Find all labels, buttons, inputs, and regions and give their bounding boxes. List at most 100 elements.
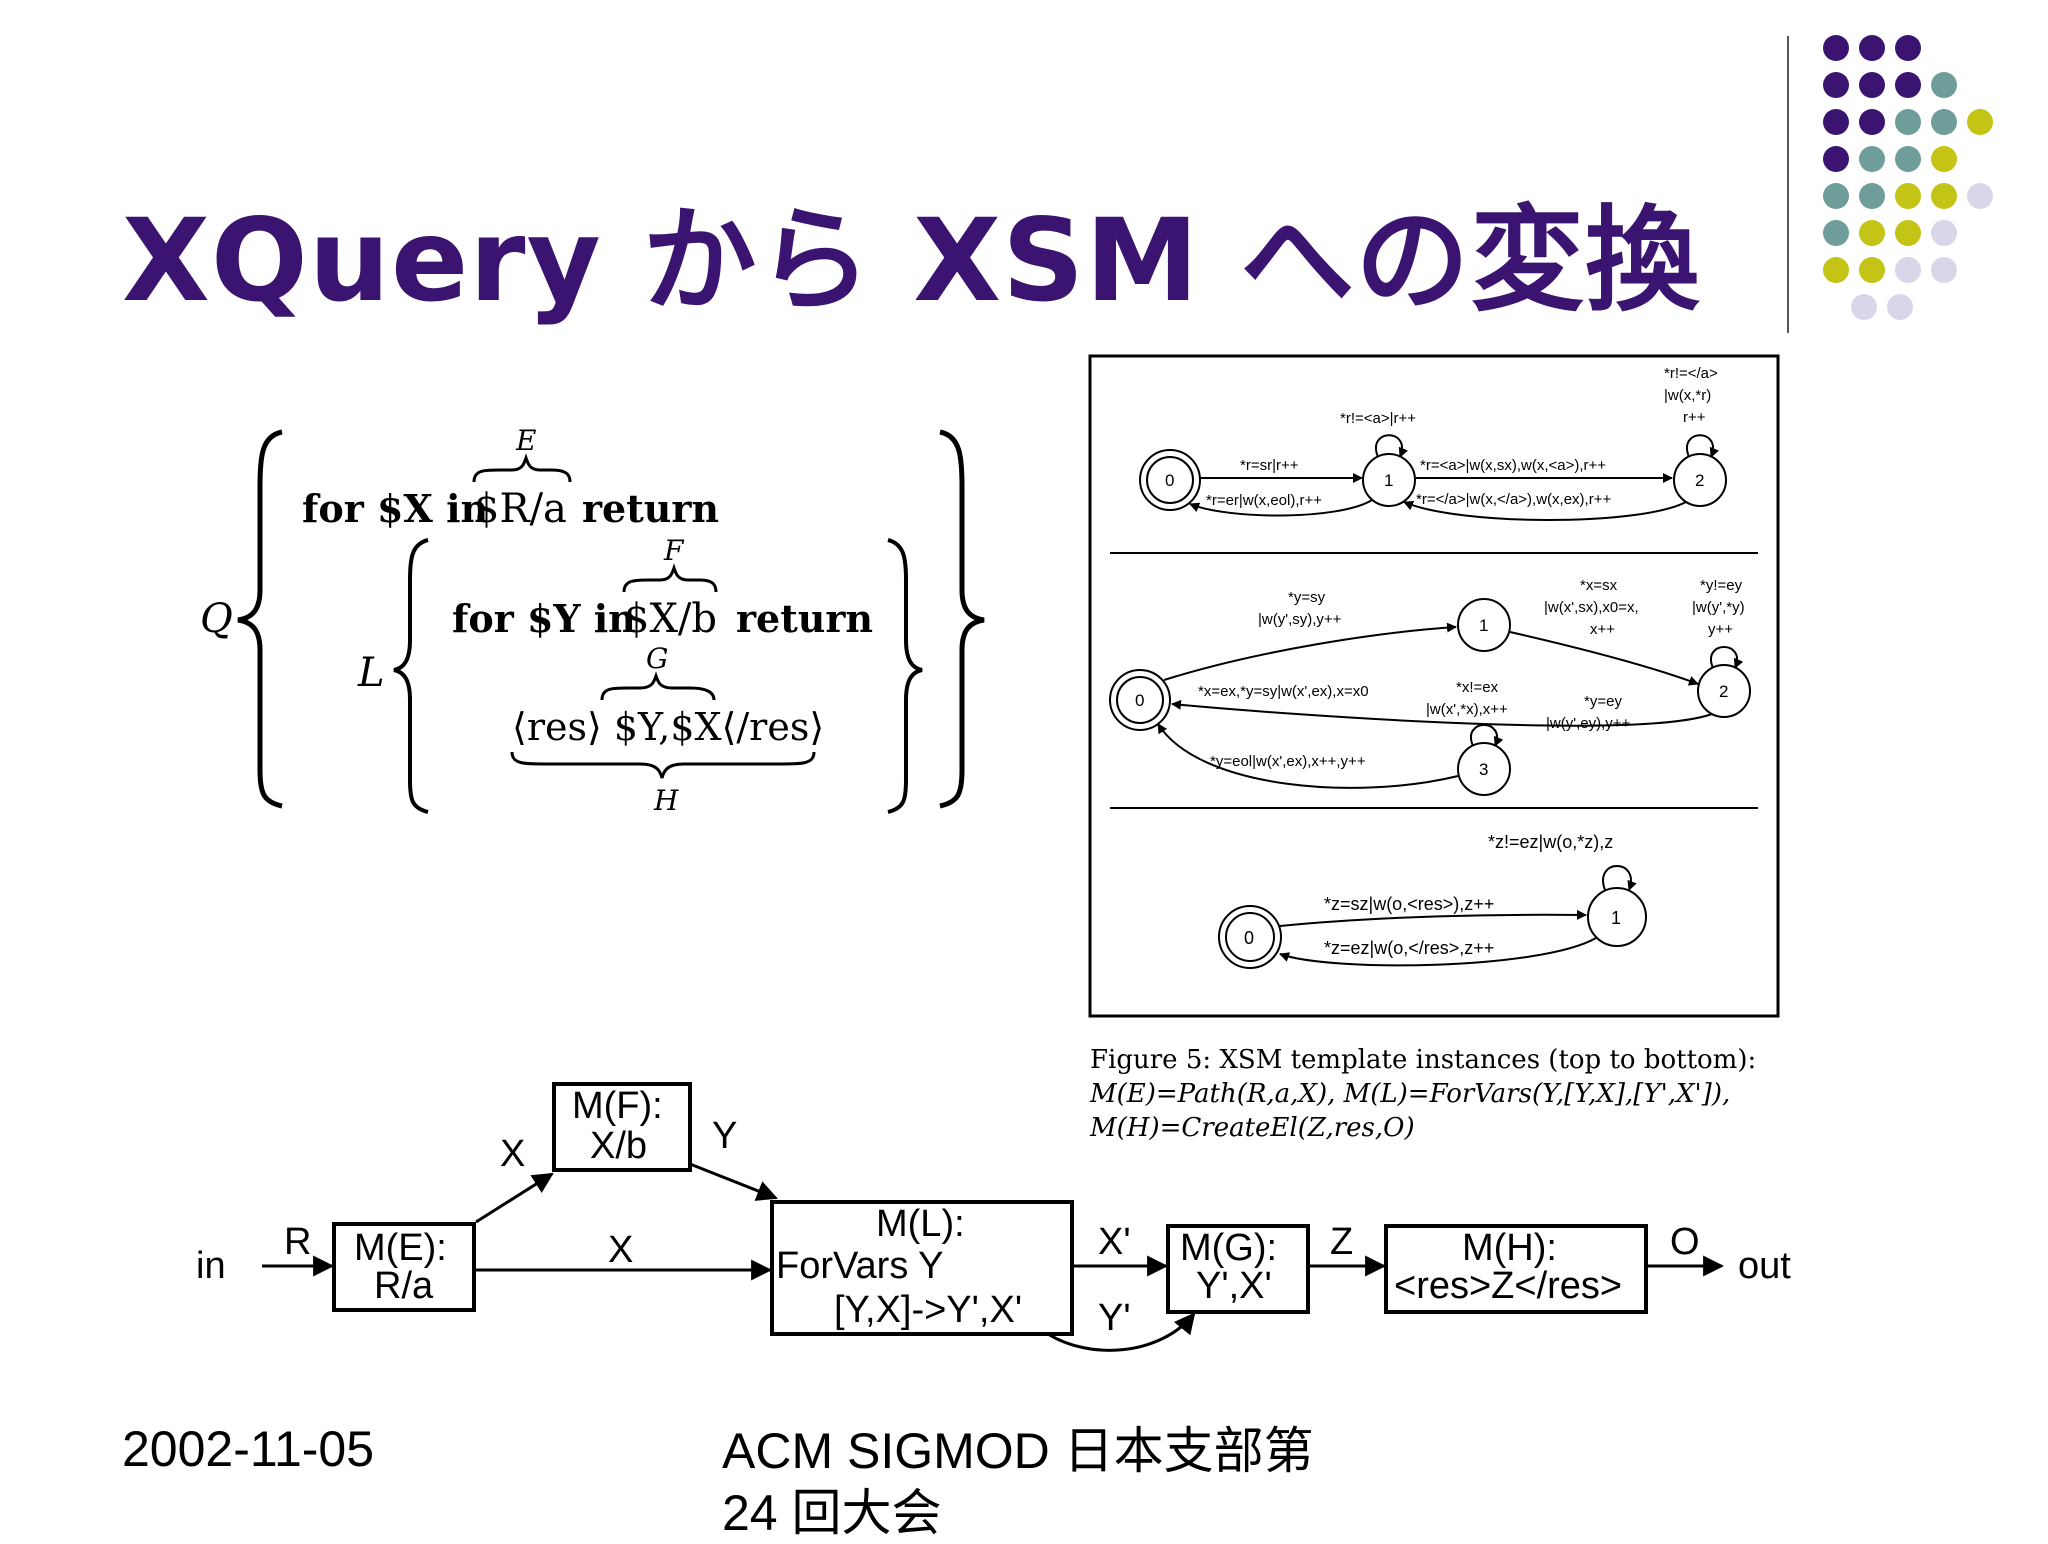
decorative-dot (1859, 257, 1885, 283)
m2-state-3-label: 3 (1479, 760, 1488, 779)
decorative-dot (1859, 35, 1885, 61)
decorative-dot (1895, 183, 1921, 209)
edge-me-mf (475, 1172, 554, 1224)
line3-constructor: ⟨res⟩ $Y,$X⟨/res⟩ (512, 705, 824, 749)
m1-self-2-l2: |w(x,*r) (1664, 387, 1711, 404)
box-ml (770, 1200, 1074, 1336)
decorative-dot (1931, 109, 1957, 135)
line1-path: $R/a (474, 486, 567, 532)
m2-self-2 (1710, 646, 1744, 669)
m1-state-2-label: 2 (1695, 471, 1704, 490)
box-me (332, 1222, 476, 1312)
m2-self-3-l2: |w(x',*x),x++ (1426, 701, 1508, 718)
m2-edge-3-0-label: *y=eol|w(x',ex),x++,y++ (1210, 753, 1366, 770)
m1-edge-1-2-label: *r=<a>|w(x,sx),w(x,<a>),r++ (1420, 457, 1606, 474)
box-mh (1384, 1224, 1648, 1314)
m1-edge-1-0-label: *r=er|w(x,eol),r++ (1206, 492, 1322, 509)
line1-return: return (582, 486, 719, 531)
m2-edge-0-1 (1163, 622, 1457, 681)
q-left-brace (237, 429, 283, 809)
box-mg-title: M(G): (1180, 1227, 1277, 1269)
m3-edge-1-0 (1279, 937, 1597, 967)
decorative-dot (1823, 220, 1849, 246)
line2-return: return (736, 596, 873, 641)
line2-path: $X/b (624, 596, 717, 642)
xsm-figure-frame (1088, 354, 1780, 1018)
m3-edge-0-1 (1279, 909, 1587, 927)
decorative-dot (1895, 72, 1921, 98)
m2-self-3 (1470, 724, 1504, 747)
pipeline-out-label: out (1738, 1245, 1791, 1287)
decorative-dot (1823, 35, 1849, 61)
m1-self-2-l3: r++ (1683, 409, 1706, 426)
edge-y-label: Y (712, 1115, 737, 1157)
edge-r-label: R (284, 1221, 311, 1263)
decorative-dot (1931, 257, 1957, 283)
edge-mf-ml (689, 1162, 778, 1201)
m2-edge-2-0-label: *x=ex,*y=sy|w(x',ex),x=x0 (1198, 683, 1369, 700)
brace-f (622, 563, 718, 593)
box-mf-body: X/b (590, 1125, 647, 1167)
m2-self-2-l3: y++ (1708, 621, 1733, 638)
decorative-dot (1931, 146, 1957, 172)
m2-edge-0-1-l2: |w(y',sy),y++ (1258, 611, 1342, 628)
pipeline-diagram: in R M(E): R/a X M(F): X/b Y X M(L): For… (196, 1082, 1791, 1352)
xsm-machine-path: 0 1 2 *r!=<a>|r++ *r!=</a> |w(x,*r) r++ … (1139, 365, 1727, 521)
l-right-brace (887, 538, 923, 814)
brace-g-label: G (646, 642, 668, 675)
edge-o-label: O (1670, 1221, 1700, 1263)
m2-state-0-label: 0 (1135, 691, 1144, 710)
box-mh-body: <res>Z</res> (1394, 1265, 1622, 1307)
l-label: L (357, 650, 385, 696)
m3-self-1-label: *z!=ez|w(o,*z),z (1488, 832, 1613, 852)
decorative-dot (1823, 146, 1849, 172)
pipeline-in-label: in (196, 1245, 226, 1287)
m1-state-1 (1362, 453, 1416, 507)
m1-edge-0-1-label: *r=sr|r++ (1240, 457, 1299, 474)
figure-caption: Figure 5: XSM template instances (top to… (1089, 1045, 1756, 1143)
m2-self-2-l1: *y!=ey (1700, 577, 1743, 594)
edge-x-up-label: X (500, 1133, 525, 1175)
m2-edge-1-2-l2: |w(x',sx),x0=x, (1544, 599, 1639, 616)
xquery-formula: Q L for $X in $R/a return E for $Y in $X… (200, 424, 985, 817)
m2-edge-3-0 (1157, 723, 1459, 789)
m2-state-0-outer (1109, 669, 1171, 731)
m2-state-1-label: 1 (1479, 616, 1488, 635)
m1-edge-2-1 (1403, 500, 1687, 521)
decorative-dot (1895, 35, 1921, 61)
decorative-dot-grid (1787, 35, 1993, 333)
box-mf (552, 1082, 692, 1172)
decorative-dot (1859, 183, 1885, 209)
edge-x-mid-label: X (608, 1229, 633, 1271)
brace-e (472, 453, 572, 483)
box-me-body: R/a (374, 1265, 434, 1307)
box-mg (1166, 1224, 1310, 1314)
m3-edge-1-0-label: *z=ez|w(o,</res>,z++ (1324, 938, 1494, 958)
box-ml-body1: ForVars Y (776, 1245, 944, 1287)
decorative-dot (1931, 183, 1957, 209)
m2-edge-0-1-l1: *y=sy (1288, 589, 1326, 606)
m3-state-0-label: 0 (1244, 928, 1254, 948)
slide-title: XQuery から XSM への変換 (122, 194, 1701, 327)
brace-f-label: F (663, 534, 685, 567)
m2-self-3-l1: *x!=ex (1456, 679, 1499, 696)
decorative-dot (1823, 183, 1849, 209)
m1-edge-2-1-label: *r=</a>|w(x,</a>),w(x,ex),r++ (1416, 491, 1611, 508)
m1-state-0-label: 0 (1165, 471, 1174, 490)
brace-h (510, 751, 816, 779)
box-mh-title: M(H): (1462, 1227, 1557, 1269)
decorative-dot (1931, 220, 1957, 246)
footer-event-line-2: 24 回大会 (722, 1485, 942, 1541)
box-me-title: M(E): (354, 1227, 447, 1269)
m2-edge-1-2-l3: x++ (1590, 621, 1615, 638)
q-right-brace (939, 429, 985, 809)
caption-line-1: Figure 5: XSM template instances (top to… (1090, 1045, 1756, 1075)
decorative-dot (1895, 146, 1921, 172)
box-mg-body: Y',X' (1196, 1265, 1272, 1307)
m1-state-2 (1673, 453, 1727, 507)
q-label: Q (200, 596, 233, 642)
decorative-dot (1859, 109, 1885, 135)
edge-yprime-label: Y' (1098, 1297, 1131, 1339)
decorative-dot (1887, 294, 1913, 320)
